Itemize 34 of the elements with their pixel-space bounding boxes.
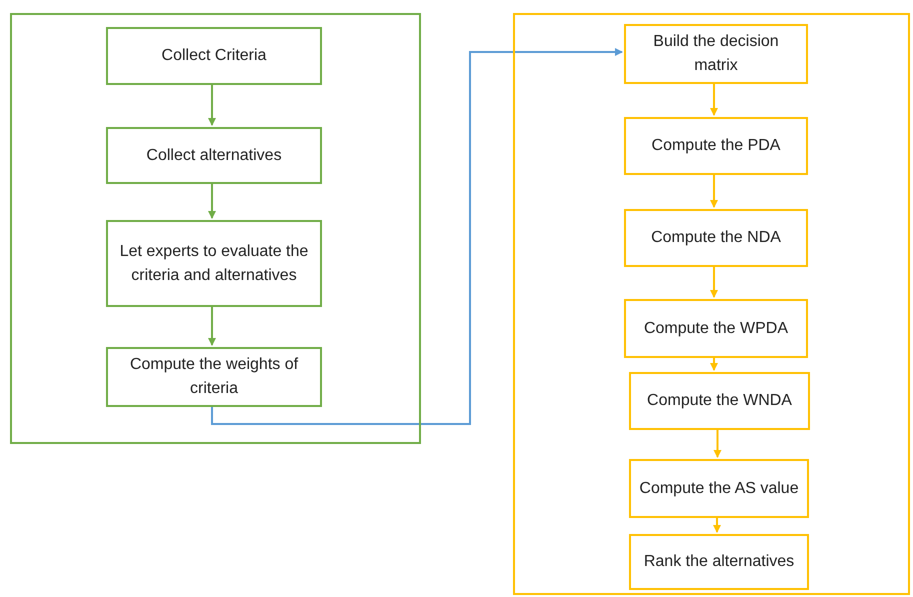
- arrow: [208, 182, 216, 219]
- group-frame: [513, 13, 910, 595]
- arrow: [713, 516, 721, 533]
- process-box: [624, 299, 808, 358]
- box-label: Compute the PDA: [652, 136, 780, 156]
- process-box: [624, 24, 808, 84]
- box-label: Collect alternatives: [146, 146, 282, 166]
- process-box: [624, 209, 808, 267]
- arrow: [208, 305, 216, 346]
- arrow: [710, 173, 718, 208]
- box-label: Compute the NDA: [651, 228, 781, 248]
- process-box: [629, 372, 810, 430]
- process-box: [106, 127, 322, 184]
- box-label: Let experts to evaluate the criteria and alternatives: [118, 242, 310, 286]
- box-label: Build the decision matrix: [652, 32, 780, 76]
- process-box: [106, 220, 322, 307]
- arrow: [710, 82, 718, 116]
- arrow: [208, 83, 216, 126]
- arrow: [710, 265, 718, 298]
- arrow: [211, 48, 623, 425]
- arrow: [710, 356, 718, 371]
- process-box: [629, 534, 809, 590]
- box-label: Compute the WPDA: [644, 318, 788, 338]
- process-box: [629, 459, 809, 518]
- box-label: Collect Criteria: [162, 46, 266, 66]
- group-frame: [10, 13, 421, 444]
- box-label: Compute the WNDA: [647, 391, 792, 411]
- process-box: [106, 27, 322, 85]
- process-box: [624, 117, 808, 175]
- arrow: [714, 428, 722, 458]
- box-label: Rank the alternatives: [644, 552, 794, 572]
- box-label: Compute the AS value: [639, 478, 799, 498]
- process-box: [106, 347, 322, 407]
- box-label: Compute the weights of criteria: [128, 355, 300, 399]
